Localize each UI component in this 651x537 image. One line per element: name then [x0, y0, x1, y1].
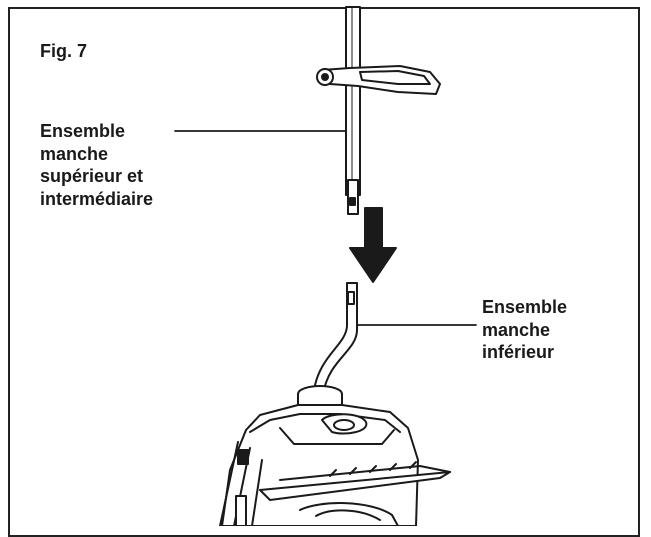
upper-label-line: intermédiaire	[40, 188, 154, 209]
down-arrow-icon	[349, 207, 397, 283]
figure-title: Fig. 7	[40, 41, 88, 61]
upper-label-line: supérieur et	[40, 166, 144, 186]
upper-label-line: manche	[40, 143, 109, 164]
lower-label-line: Ensemble	[482, 297, 568, 317]
lower-handle-assembly	[297, 282, 358, 414]
snow-blower-body	[219, 404, 451, 526]
upper-handle-label: Ensemble manche supérieur et intermédiai…	[40, 120, 210, 210]
lower-label-line: manche	[482, 319, 551, 340]
upper-label-line: Ensemble	[40, 121, 126, 141]
lower-handle-label: Ensemble manche inférieur	[482, 296, 622, 364]
lower-label-line: inférieur	[482, 342, 555, 362]
upper-handle-assembly	[316, 6, 441, 215]
assembly-illustration	[174, 6, 477, 526]
